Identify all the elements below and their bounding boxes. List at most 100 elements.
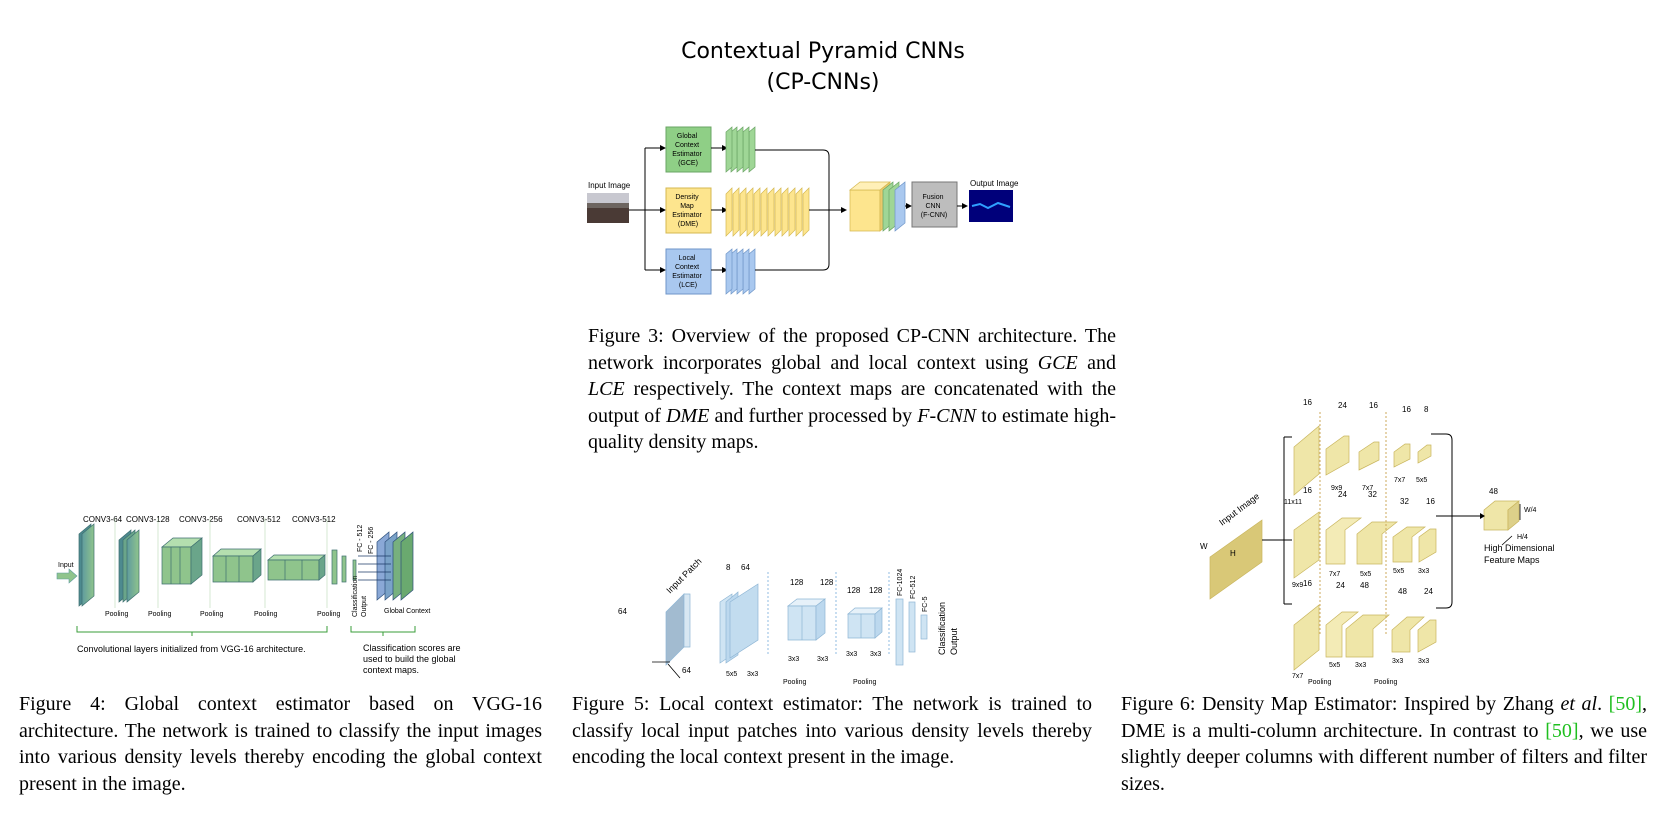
fig4-class-output: Classification	[352, 576, 359, 617]
fig4-layer-label: CONV3-256	[179, 515, 223, 524]
svg-text:Classification: Classification	[937, 602, 947, 655]
svg-text:Pooling Pooling Poolin: Pooling Pooling Pooling Pooling Pooling	[105, 611, 340, 618]
svg-text:Global Context Estimat: Global Context Estimator (GCE)	[672, 133, 704, 167]
fig6-row3-top: 24	[1424, 587, 1433, 596]
citation-link[interactable]: [50]	[1545, 719, 1579, 742]
fig5-input-patch	[665, 593, 685, 666]
fig6-dim-h: H	[1230, 549, 1236, 558]
svg-text:Output: Output	[949, 627, 959, 655]
fig4-conv-blocks	[78, 523, 357, 607]
svg-text:CONV3-64 CONV3-128 CON: CONV3-64 CONV3-128 CONV3-256 CONV3-512 C…	[83, 515, 336, 524]
title-line-1: Contextual Pyramid CNNs	[681, 39, 965, 64]
fig6-row3-kernel: 5x5	[1329, 662, 1340, 669]
fig4-brace-right-line: context maps.	[363, 665, 419, 675]
fig5-fc-label: FC-1024	[897, 569, 904, 596]
fig5-input-label: Input Patch	[664, 556, 703, 595]
fig6-row2-top: 32	[1368, 490, 1377, 499]
fig6-output-label: High Dimensional	[1484, 543, 1555, 553]
fusion-line: Fusion	[923, 194, 944, 201]
fig5-kernel-label: 3x3	[747, 671, 758, 678]
fig6-row2-top: 16	[1303, 486, 1312, 495]
gce-line: Global	[677, 133, 698, 140]
fig6-row2-kernel: 5x5	[1360, 571, 1371, 578]
fig5-pool-label: Pooling	[853, 679, 876, 686]
fig6-row2-kernel: 3x3	[1418, 568, 1429, 575]
figure-4-caption: Figure 4: Global context estimator based…	[19, 693, 542, 795]
fig5-top-label: 64	[741, 563, 750, 572]
fig3-output-label: Output Image	[970, 179, 1019, 188]
fig6-output-top: 48	[1489, 487, 1498, 496]
fig4-pool-label: Pooling	[105, 611, 128, 618]
svg-text:5x5 3x3 3x3 3x3: 5x5 3x3 3x3 3x3 3x3 3x3	[726, 651, 881, 678]
lce-line: Context	[675, 264, 699, 271]
fig5-fc-label: FC-512	[910, 576, 917, 599]
fig4-pool-label: Pooling	[317, 611, 340, 618]
gce-line: Estimator	[672, 151, 702, 158]
fig6-output-label: Feature Maps	[1484, 555, 1540, 565]
caption-gce: GCE	[1037, 351, 1078, 374]
fig6-input-label: Input Image	[1217, 491, 1261, 528]
svg-text:Pooling Pooling: Pooling Pooling	[783, 679, 876, 686]
fig5-kernel-label: 5x5	[726, 671, 737, 678]
gce-feature-stack	[725, 126, 756, 173]
fig6-row2-kernel: 7x7	[1329, 571, 1340, 578]
fig6-pool-label: Pooling	[1374, 679, 1397, 686]
fig5-dim-64a: 64	[618, 607, 627, 616]
fig4-input-label: Input	[58, 562, 74, 569]
svg-text:Fusion CNN (F-CNN): Fusion CNN (F-CNN)	[921, 194, 947, 219]
fig6-row3-top: 48	[1398, 587, 1407, 596]
fig5-kernel-label: 3x3	[846, 651, 857, 658]
fig6-output-w: W/4	[1524, 507, 1537, 514]
svg-text:Classification scores are: Classification scores are used to build …	[363, 643, 463, 675]
fig5-kernel-label: 3x3	[817, 656, 828, 663]
fig6-pool-label: Pooling	[1308, 679, 1331, 686]
lce-box	[665, 248, 712, 295]
svg-text:Density Map Estimator: Density Map Estimator (DME)	[672, 194, 704, 228]
fig4-global-context-label: Global Context	[384, 608, 430, 615]
fig6-row3-kernel: 3x3	[1418, 658, 1429, 665]
gce-line: (GCE)	[678, 160, 698, 167]
fig4-fc-label: FC - 512	[357, 525, 364, 552]
fig4-pool-label: Pooling	[148, 611, 171, 618]
dme-line: Density	[675, 194, 699, 201]
fig6-row3-kernel: 7x7	[1292, 673, 1303, 680]
fig6-row1-top: 8	[1424, 405, 1429, 414]
figure-6-caption: Figure 6: Density Map Estimator: Inspire…	[1121, 693, 1647, 795]
dme-line: Map	[680, 203, 694, 210]
fig6-input-image	[1209, 519, 1263, 600]
fig4-fc-label: FC - 256	[368, 527, 375, 554]
fusion-line: (F-CNN)	[921, 212, 947, 219]
lce-line: Estimator	[672, 273, 702, 280]
dme-line: (DME)	[678, 221, 698, 228]
fig5-top-label: 8	[726, 563, 731, 572]
fig4-global-context-stack	[376, 531, 414, 601]
fig5-top-label: 128	[820, 578, 834, 587]
fig4-layer-label: CONV3-64	[83, 515, 123, 524]
caption-dme: DME	[666, 404, 710, 427]
svg-text:8 64 128 128 1: 8 64 128 128 128 128	[726, 563, 883, 595]
fig6-row1-top: 16	[1369, 401, 1378, 410]
fig6-row1-top: 16	[1303, 398, 1312, 407]
citation-link[interactable]: [50]	[1608, 693, 1642, 715]
dme-line: Estimator	[672, 212, 702, 219]
svg-text:11x11 9x9 7x7 7x7: 11x11 9x9 7x7 7x7 5x5 9x9 7x7 5x5 5x5 3x…	[1284, 477, 1538, 686]
figure-3-diagram: Input Image Global Context Estimator (GC…	[587, 126, 1019, 295]
fig6-row2-kernel: 9x9	[1292, 582, 1303, 589]
fig6-row1-top: 16	[1402, 405, 1411, 414]
title-line-2: (CP-CNNs)	[766, 70, 880, 95]
figure-4-diagram: CONV3-64 CONV3-128 CONV3-256 CONV3-512 C…	[56, 515, 463, 675]
concat-block	[849, 181, 906, 232]
fig6-row3-kernel: 3x3	[1392, 658, 1403, 665]
figure-3-caption: Figure 3: Overview of the proposed CP-CN…	[588, 325, 1116, 453]
caption-lce: LCE	[588, 378, 625, 400]
fig5-kernel-label: 3x3	[788, 656, 799, 663]
lce-feature-stack	[725, 248, 756, 295]
fig6-row2-top: 24	[1338, 490, 1347, 499]
caption-fcnn: F-CNN	[917, 404, 977, 427]
fig4-layer-label: CONV3-512	[237, 515, 281, 524]
fig5-fc-label: FC-5	[922, 596, 929, 612]
figure-5-caption: Figure 5: Local context estimator: The n…	[572, 693, 1092, 768]
fig6-dim-w: W	[1200, 542, 1208, 551]
fig5-dim-64b: 64	[682, 666, 691, 675]
fig6-row3-kernel: 3x3	[1355, 662, 1366, 669]
